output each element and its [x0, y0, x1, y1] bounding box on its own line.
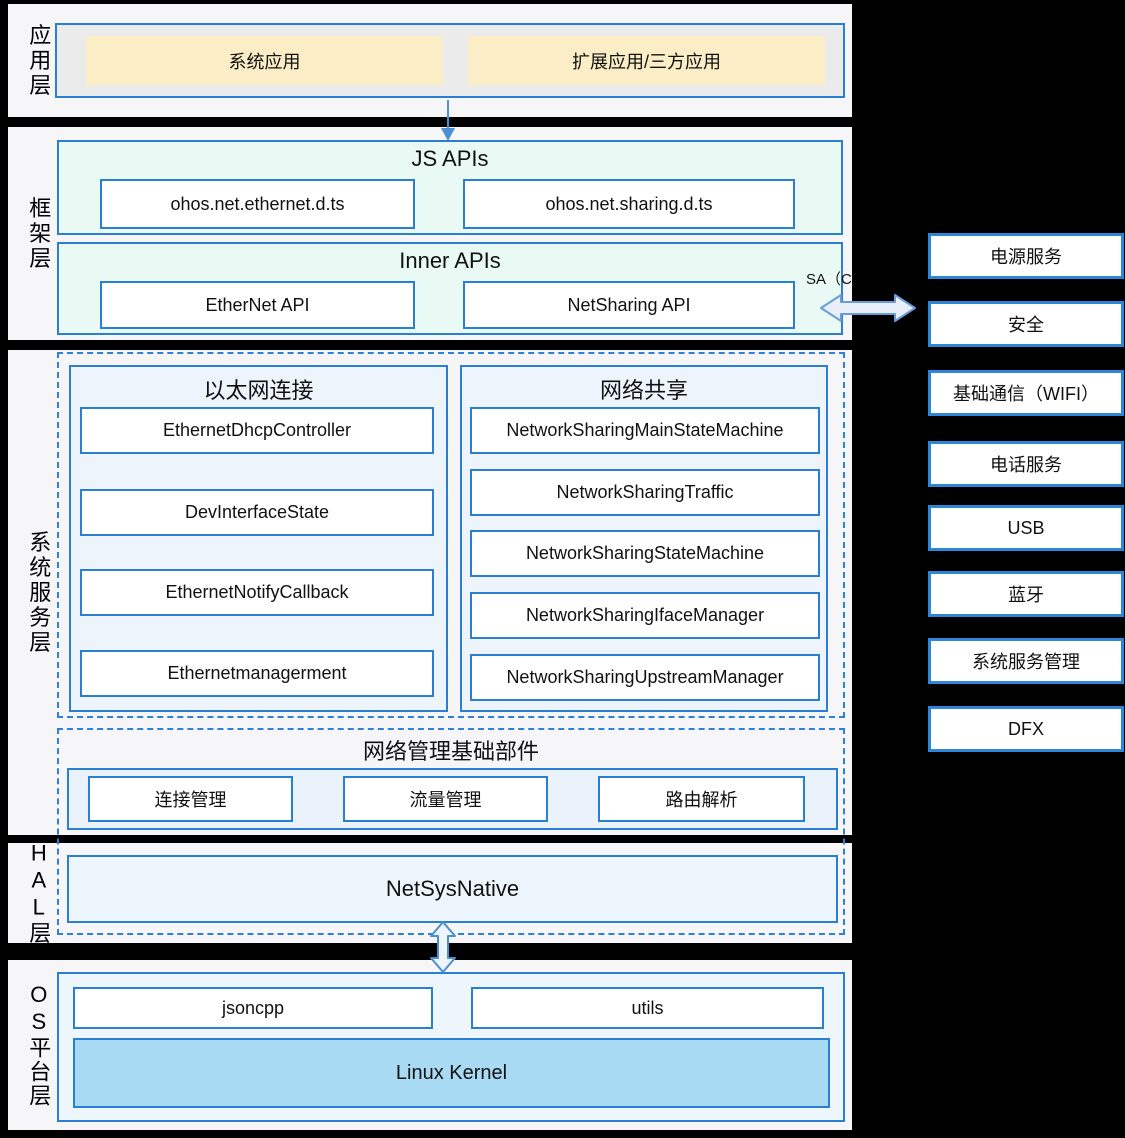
arrow-down-app-to-framework-icon [441, 100, 455, 141]
netsysnative-box: NetSysNative [67, 855, 838, 923]
sharing-group-title: 网络共享 [599, 378, 688, 403]
app-box-system: 系统应用 [86, 36, 443, 85]
js-api-ethernet-dts: ohos.net.ethernet.d.ts [100, 179, 415, 229]
system-dashed-container: 以太网连接 EthernetDhcpController DevInterfac… [57, 352, 845, 718]
ethernet-item-notifycallback: EthernetNotifyCallback [80, 569, 434, 616]
sharing-item-mainstatemachine: NetworkSharingMainStateMachine [470, 407, 820, 454]
sa-service-security: 安全 [928, 301, 1124, 347]
inner-apis-title: Inner APIs [399, 248, 501, 273]
ethernet-item-management: Ethernetmanagerment [80, 650, 434, 697]
app-box-extended: 扩展应用/三方应用 [468, 36, 825, 85]
sharing-item-ifacemanager: NetworkSharingIfaceManager [470, 592, 820, 639]
os-lib-jsoncpp: jsoncpp [73, 987, 433, 1029]
layer-framework-label: 框架层 [26, 196, 52, 271]
app-container: 系统应用 扩展应用/三方应用 [55, 23, 845, 98]
ethernet-item-devinterfacestate: DevInterfaceState [80, 489, 434, 536]
netmgmt-item-routing: 路由解析 [598, 776, 805, 822]
sharing-item-statemachine: NetworkSharingStateMachine [470, 530, 820, 577]
ethernet-item-dhcpcontroller: EthernetDhcpController [80, 407, 434, 454]
arrow-horizontal-sa-icon [820, 294, 916, 322]
layer-system-band: 系统服务层 以太网连接 EthernetDhcpController DevIn… [8, 350, 852, 835]
netmgmt-hal-dashed-container: 网络管理基础部件 连接管理 流量管理 路由解析 NetSysNative [57, 728, 845, 935]
netmgmt-title: 网络管理基础部件 [362, 739, 539, 764]
layer-os-band: OS平台层 jsoncpp utils Linux Kernel [8, 960, 852, 1130]
sa-service-usb: USB [928, 505, 1124, 551]
layer-framework-band: 框架层 JS APIs ohos.net.ethernet.d.ts ohos.… [8, 127, 852, 340]
ethernet-group-title: 以太网连接 [203, 378, 314, 403]
sa-service-telephony: 电话服务 [928, 441, 1124, 487]
sa-service-system-service-mgmt: 系统服务管理 [928, 638, 1124, 684]
js-api-sharing-dts: ohos.net.sharing.d.ts [463, 179, 795, 229]
inner-api-netsharing: NetSharing API [463, 281, 795, 329]
netmgmt-item-traffic: 流量管理 [343, 776, 548, 822]
arrow-vertical-hal-to-os-icon [430, 921, 456, 973]
sa-interface-label: SA（C [806, 271, 852, 288]
netmgmt-item-connection: 连接管理 [88, 776, 293, 822]
os-lib-utils: utils [471, 987, 824, 1029]
sa-service-basic-comm-wifi: 基础通信（WIFI） [928, 370, 1124, 416]
sharing-group-box: 网络共享 NetworkSharingMainStateMachine Netw… [460, 365, 828, 712]
os-container: jsoncpp utils Linux Kernel [57, 972, 845, 1122]
layer-os-label: OS平台层 [26, 982, 52, 1108]
layer-system-label: 系统服务层 [26, 530, 52, 655]
inner-apis-box: Inner APIs EtherNet API NetSharing API [57, 242, 843, 335]
layer-hal-label: HAL层 [26, 840, 52, 946]
sa-service-power: 电源服务 [928, 233, 1124, 279]
js-apis-box: JS APIs ohos.net.ethernet.d.ts ohos.net.… [57, 140, 843, 235]
sharing-item-upstreammanager: NetworkSharingUpstreamManager [470, 654, 820, 701]
sharing-item-traffic: NetworkSharingTraffic [470, 469, 820, 516]
ethernet-group-box: 以太网连接 EthernetDhcpController DevInterfac… [69, 365, 448, 712]
sa-service-dfx: DFX [928, 706, 1124, 752]
layer-app-label: 应用层 [26, 23, 52, 98]
js-apis-title: JS APIs [411, 146, 489, 171]
inner-api-ethernet: EtherNet API [100, 281, 415, 329]
netmgmt-box: 连接管理 流量管理 路由解析 [67, 768, 838, 830]
layer-app-band: 应用层 系统应用 扩展应用/三方应用 [8, 4, 852, 117]
sa-service-bluetooth: 蓝牙 [928, 571, 1124, 617]
linux-kernel-box: Linux Kernel [73, 1038, 830, 1108]
